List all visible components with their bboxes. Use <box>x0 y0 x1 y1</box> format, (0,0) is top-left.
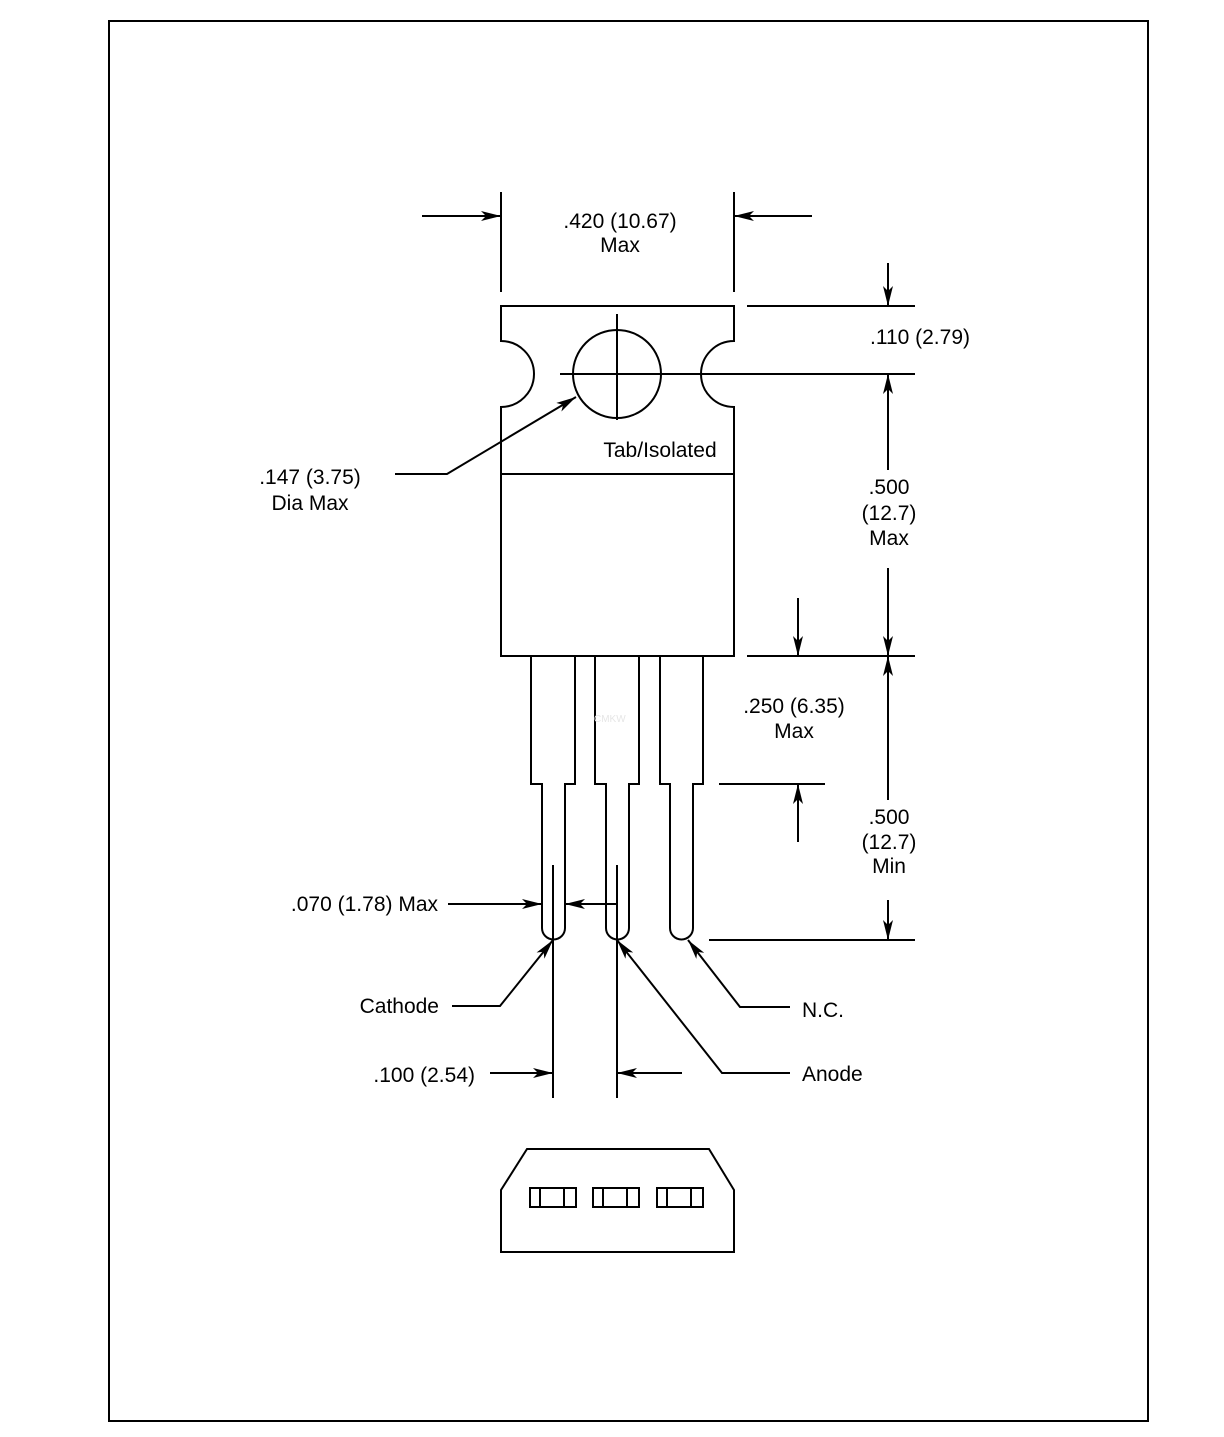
width-dim-text: .420 (10.67) <box>563 210 676 233</box>
pin-label-nc: N.C. <box>802 999 844 1022</box>
hole-dim-text: .147 (3.75) <box>259 466 361 489</box>
leader-line <box>452 939 554 1007</box>
leader-line <box>616 939 790 1074</box>
lead-dim-text: (12.7) <box>862 831 917 854</box>
watermark: CMKW <box>594 714 626 725</box>
body-dim-text: Max <box>869 527 909 550</box>
shoulder-dim-text: Max <box>774 720 814 743</box>
body-dim-text: .500 <box>869 476 910 499</box>
drawing-border <box>108 20 1149 1422</box>
lead-dim-text: Min <box>872 855 906 878</box>
leader-line <box>687 939 790 1008</box>
lead-nc <box>659 656 704 941</box>
package-outline <box>500 305 735 657</box>
leader-line <box>395 396 577 475</box>
lead-width-dim-text: .070 (1.78) Max <box>291 893 439 916</box>
pin-label-anode: Anode <box>802 1063 863 1086</box>
tab-dim-text: .110 (2.79) <box>870 326 970 349</box>
pitch-dim-text: .100 (2.54) <box>373 1064 475 1087</box>
shoulder-dim-text: .250 (6.35) <box>743 695 845 718</box>
hole-dim-text: Dia Max <box>271 492 349 515</box>
bottom-view-outline <box>500 1148 735 1253</box>
bottom-view-pin <box>592 1187 640 1208</box>
lead-dim-text: .500 <box>869 806 910 829</box>
bottom-view-pin <box>656 1187 704 1208</box>
pin-label-cathode: Cathode <box>360 995 439 1018</box>
body-dim-text: (12.7) <box>862 502 917 525</box>
width-dim-text: Max <box>600 234 640 257</box>
tab-label: Tab/Isolated <box>603 439 716 462</box>
bottom-view-pin <box>529 1187 577 1208</box>
